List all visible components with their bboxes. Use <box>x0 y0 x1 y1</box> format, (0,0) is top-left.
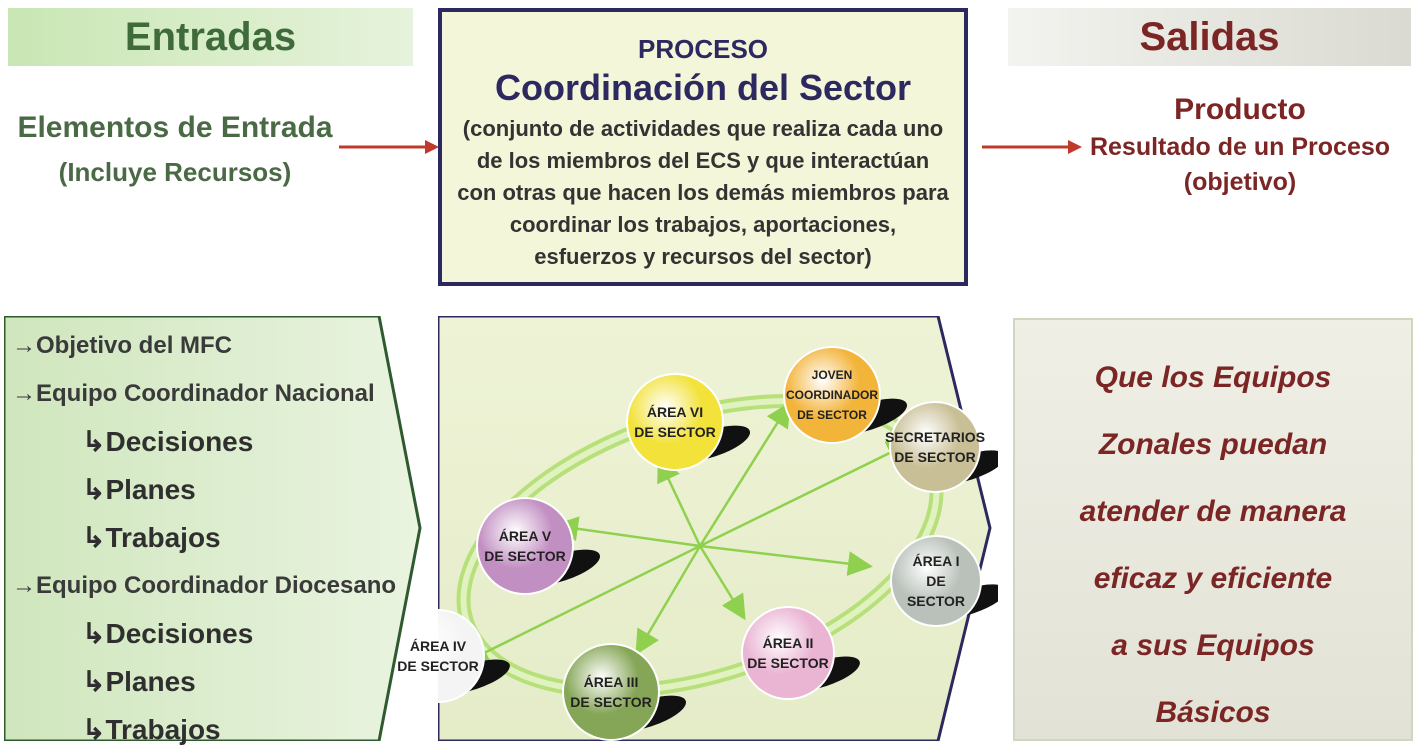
return-arrow-icon: ↳ <box>82 714 106 745</box>
node-area1 <box>890 535 982 627</box>
inputs-list-item: →Equipo Coordinador Nacional <box>12 370 412 418</box>
outputs-text-line: Que los Equipos <box>1094 361 1332 394</box>
inputs-list-subitem: ↳Decisiones <box>12 418 412 466</box>
inputs-list-item-text: Planes <box>105 474 196 505</box>
node-label-area3: ÁREA III DE SECTOR <box>570 672 651 712</box>
outputs-text-line: eficaz y eficiente <box>1093 562 1333 595</box>
inputs-list-subitem: ↳Trabajos <box>12 706 412 754</box>
node-label-line: DE SECTOR <box>906 573 966 609</box>
return-arrow-icon: ↳ <box>82 522 106 553</box>
node-label-line: DE SECTOR <box>747 655 829 671</box>
outputs-text-line: a sus Equipos <box>1111 629 1315 662</box>
node-secretarios <box>889 401 981 493</box>
inputs-list-item: →Objetivo del MFC <box>12 322 412 370</box>
node-label-area1: ÁREA I DE SECTOR <box>905 551 967 611</box>
node-label-line: JOVEN <box>811 368 853 382</box>
inputs-list-item-text: Equipo Coordinador Nacional <box>36 380 375 407</box>
return-arrow-icon: ↳ <box>82 618 106 649</box>
process-title: Coordinación del Sector <box>494 67 912 108</box>
inputs-list-item-text: Equipo Coordinador Diocesano <box>36 572 397 599</box>
inputs-list-item-text: Decisiones <box>105 426 254 457</box>
node-labels: JOVEN COORDINADOR DE SECTOR ÁREA VI DE SECTO… <box>397 316 998 741</box>
inputs-list-subitem: ↳Decisiones <box>12 610 412 658</box>
node-label-line: DE SECTOR <box>397 658 479 674</box>
arrow-right-icon: → <box>12 572 36 599</box>
inputs-title-sub: (Incluye Recursos) <box>58 157 292 187</box>
node-label-line: COORDINADOR <box>786 388 878 402</box>
node-label-line: ÁREA IV <box>409 638 467 654</box>
arrow-input-to-process <box>339 140 439 154</box>
outputs-title-line2: Resultado de un Proceso <box>1089 133 1391 161</box>
node-label-joven: JOVEN COORDINADOR DE SECTOR <box>786 365 878 425</box>
outputs-text-line: Zonales puedan <box>1098 428 1328 461</box>
node-label-area4: ÁREA IV DE SECTOR <box>397 636 478 676</box>
process-diagram <box>438 316 998 741</box>
outputs-title: Producto Resultado de un Proceso (objeti… <box>1060 90 1419 200</box>
node-label-line: ÁREA III <box>583 674 639 690</box>
outputs-text-line: Básicos <box>1155 696 1271 729</box>
node-label-line: ÁREA VI <box>646 404 704 420</box>
node-label-line: DE SECTOR <box>570 694 652 710</box>
arrow-right-icon: → <box>12 380 36 407</box>
outputs-header: Salidas <box>1008 8 1411 66</box>
node-label-line: ÁREA V <box>498 528 552 544</box>
outputs-text-line: atender de manera <box>1079 495 1347 528</box>
node-label-secretarios: SECRETARIOS DE SECTOR <box>885 427 985 467</box>
inputs-panel <box>4 316 422 741</box>
inputs-list-item-text: Trabajos <box>105 714 221 745</box>
outputs-title-line3: (objetivo) <box>1183 168 1297 196</box>
arrow-process-to-output <box>982 140 1082 154</box>
node-area5 <box>476 497 574 595</box>
node-label-line: DE SECTOR <box>484 548 566 564</box>
process-label: PROCESO <box>637 34 769 64</box>
inputs-list-subitem: ↳Trabajos <box>12 514 412 562</box>
node-label-area6: ÁREA VI DE SECTOR <box>634 402 715 442</box>
inputs-list-item: →Equipo Coordinador Diocesano <box>12 562 412 610</box>
node-label-line: DE SECTOR <box>894 449 976 465</box>
node-area2 <box>741 606 835 700</box>
node-area3 <box>562 643 660 741</box>
return-arrow-icon: ↳ <box>82 666 106 697</box>
inputs-list-item-text: Trabajos <box>105 522 221 553</box>
process-description: (conjunto de actividades que realiza cad… <box>457 116 949 269</box>
inputs-list: →Objetivo del MFC→Equipo Coordinador Nac… <box>12 322 412 754</box>
inputs-title-main: Elementos de Entrada <box>17 111 333 144</box>
inputs-header: Entradas <box>8 8 413 66</box>
inputs-list-item-text: Planes <box>105 666 196 697</box>
node-joven <box>783 346 881 444</box>
outputs-panel <box>1013 318 1413 741</box>
node-label-area5: ÁREA V DE SECTOR <box>484 526 565 566</box>
node-label-line: ÁREA II <box>762 635 814 651</box>
node-area4 <box>438 609 485 703</box>
process-box: PROCESO Coordinación del Sector (conjunt… <box>438 8 968 286</box>
inputs-list-item-text: Decisiones <box>105 618 254 649</box>
inputs-list-subitem: ↳Planes <box>12 658 412 706</box>
inputs-list-item-text: Objetivo del MFC <box>36 332 233 359</box>
node-label-line: DE SECTOR <box>797 408 867 422</box>
outputs-title-main: Producto <box>1174 93 1306 126</box>
arrow-right-icon: → <box>12 332 36 359</box>
node-label-line: ÁREA I <box>912 553 960 569</box>
node-label-line: DE SECTOR <box>634 424 716 440</box>
return-arrow-icon: ↳ <box>82 426 106 457</box>
inputs-title: Elementos de Entrada (Incluye Recursos) <box>0 106 350 194</box>
inputs-list-subitem: ↳Planes <box>12 466 412 514</box>
return-arrow-icon: ↳ <box>82 474 106 505</box>
node-area6 <box>626 373 724 471</box>
node-label-line: SECRETARIOS <box>884 429 986 445</box>
node-label-area2: ÁREA II DE SECTOR <box>747 633 828 673</box>
